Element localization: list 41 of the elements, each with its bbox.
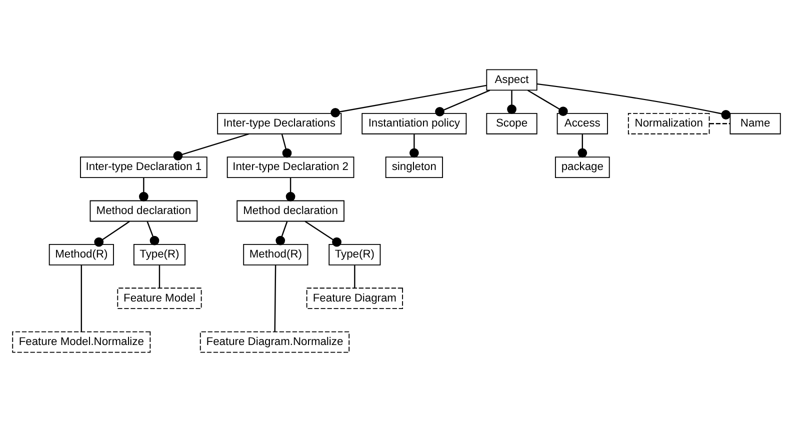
connector — [276, 220, 288, 245]
connector — [435, 89, 490, 116]
connector — [274, 264, 276, 332]
node-box: singleton — [385, 156, 443, 178]
node-box: Instantiation policy — [362, 112, 467, 134]
node-box: Normalization — [628, 112, 710, 134]
connector — [138, 177, 148, 201]
connector — [281, 134, 292, 158]
node-box: Name — [730, 112, 781, 134]
node-box: Inter-type Declaration 1 — [80, 156, 208, 178]
node-box: Method declaration — [90, 200, 198, 222]
connector — [527, 89, 568, 116]
node-box: Inter-type Declarations — [217, 112, 342, 134]
node-box: Feature Diagram.Normalize — [200, 330, 350, 352]
node-box: Access — [556, 112, 608, 134]
connector — [409, 134, 419, 158]
connector — [158, 264, 160, 288]
node-box: Method(R) — [48, 244, 114, 265]
node-box: Feature Model.Normalize — [12, 330, 151, 352]
connector — [286, 177, 296, 201]
connector — [94, 220, 130, 246]
connector — [536, 82, 731, 119]
node-box: Aspect — [486, 68, 538, 90]
node-box: package — [554, 156, 610, 178]
connector — [330, 84, 487, 117]
node-box: Feature Diagram — [306, 287, 403, 309]
connector — [80, 264, 82, 332]
node-box: Type(R) — [133, 244, 186, 265]
node-box: Inter-type Declaration 2 — [226, 156, 354, 178]
connector — [173, 132, 250, 160]
connector — [146, 220, 160, 245]
node-box: Method declaration — [236, 200, 344, 222]
node-box: Scope — [486, 112, 538, 134]
connector — [354, 264, 356, 288]
connector — [507, 90, 516, 114]
node-box: Type(R) — [328, 244, 381, 265]
connector — [709, 122, 730, 124]
node-box: Feature Model — [117, 287, 202, 309]
node-box: Method(R) — [243, 244, 308, 265]
connector — [578, 134, 588, 158]
connector — [304, 220, 342, 246]
